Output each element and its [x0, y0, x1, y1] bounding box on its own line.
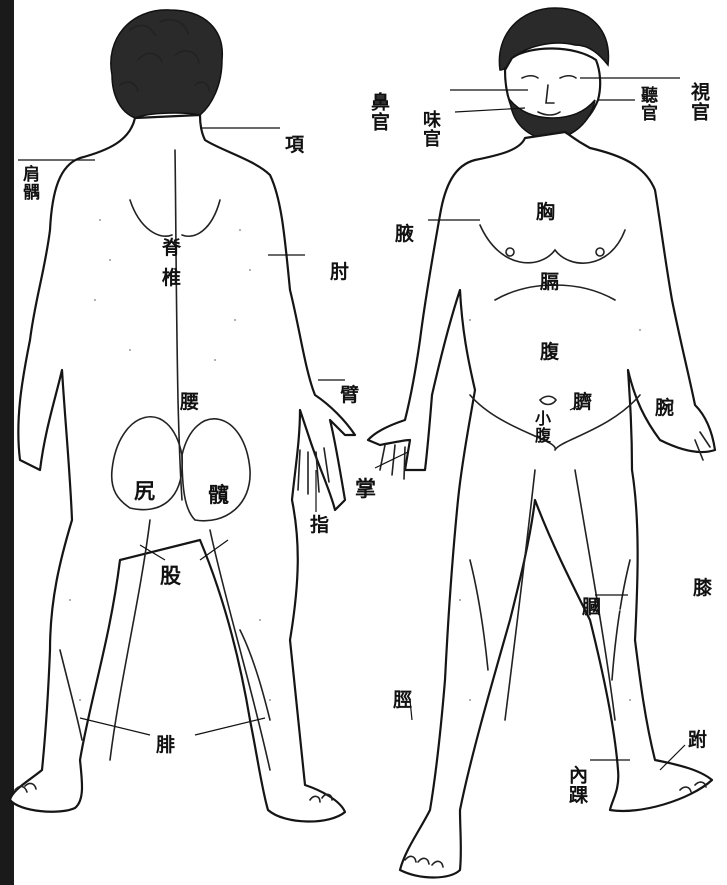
label-fei: 腓 [156, 735, 175, 756]
label-wan: 腕 [655, 398, 674, 419]
label-zhang: 掌 [355, 478, 376, 499]
label-zhui: 椎 [162, 268, 181, 289]
label-guo: 膕 [582, 597, 601, 618]
label-fu-foot: 跗 [688, 730, 707, 751]
label-xi: 膝 [693, 578, 712, 599]
label-gu: 股 [160, 565, 181, 586]
label-xiuguan: 鼻官 [368, 92, 389, 132]
label-tingguan: 聽官 [636, 86, 657, 122]
label-fu: 腹 [540, 342, 559, 363]
label-bi: 臂 [340, 385, 359, 406]
label-xiang: 項 [285, 135, 304, 156]
back-figure-hair [111, 10, 222, 118]
label-zhi: 指 [310, 515, 329, 536]
label-jianyu: 肩髃 [18, 165, 39, 201]
label-yao: 腰 [180, 392, 199, 413]
label-qi: 臍 [573, 392, 592, 413]
label-neihuai: 內踝 [566, 765, 587, 805]
back-view-figure [10, 10, 355, 822]
label-kao: 尻 [134, 480, 155, 501]
label-kuan: 髖 [208, 484, 229, 505]
label-xiaofu: 小腹 [531, 410, 552, 444]
label-weiguan: 味官 [420, 110, 441, 148]
label-ge: 膈 [540, 272, 559, 293]
label-ji: 脊 [162, 238, 181, 259]
label-xiong: 胸 [536, 202, 555, 223]
front-figure-body [368, 132, 715, 878]
label-jing: 脛 [393, 690, 412, 711]
label-shiguan: 視官 [688, 82, 709, 122]
label-zhou: 肘 [330, 262, 349, 283]
label-ye: 腋 [395, 224, 414, 245]
